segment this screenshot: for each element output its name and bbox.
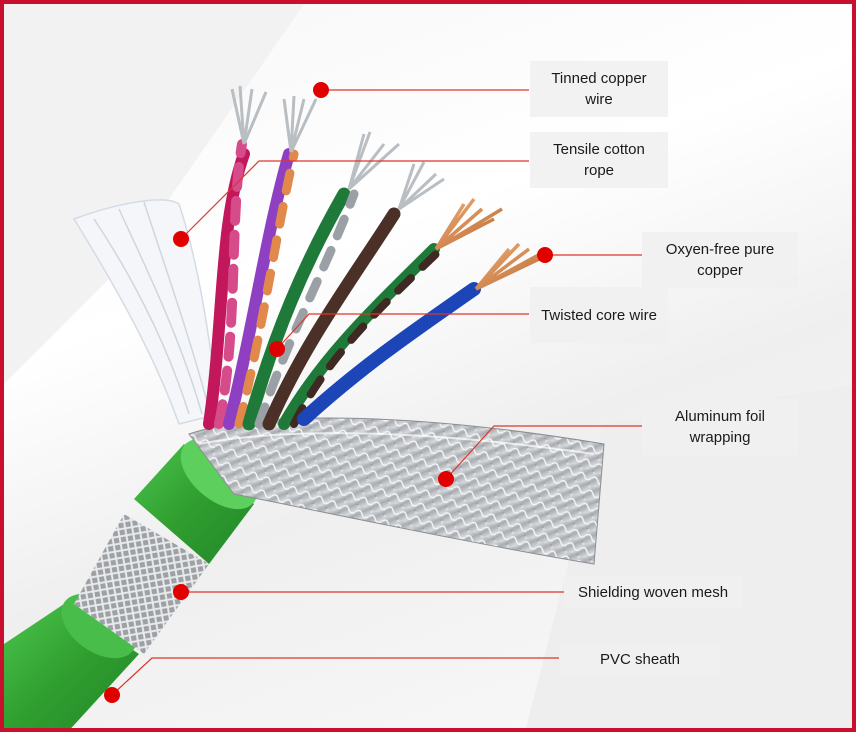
shielding-mesh-shape [74,514,209,654]
leader-line-sheath [111,657,559,696]
label-tinned-copper-wire: Tinned copper wire [530,61,668,117]
label-twisted-core-wire: Twisted core wire [530,287,668,343]
marker-dot-tinned-copper [313,82,329,98]
marker-dot-mesh [173,584,189,600]
leader-lines [104,82,642,703]
marker-dot-twisted-core [269,341,285,357]
cotton-rope-fibers [72,199,220,425]
copper-strands [434,197,545,291]
marker-dot-tensile-rope [173,231,189,247]
marker-dot-copper [537,247,553,263]
background-shape [526,385,852,728]
label-oxygen-free-copper: Oxyen-free pure copper [642,232,798,288]
marker-dot-foil [438,471,454,487]
leader-line-tensile-rope [180,160,529,240]
leader-line-twisted-core [276,313,529,350]
label-tensile-cotton-rope: Tensile cotton rope [530,132,668,188]
label-pvc-sheath: PVC sheath [560,643,720,675]
label-aluminum-foil-wrapping: Aluminum foil wrapping [642,399,798,455]
cable-illustration [4,4,852,728]
background-shape [4,4,304,384]
core-wires [203,139,481,431]
leader-line-foil [445,425,642,480]
label-shielding-woven-mesh: Shielding woven mesh [564,576,742,608]
marker-dot-sheath [104,687,120,703]
